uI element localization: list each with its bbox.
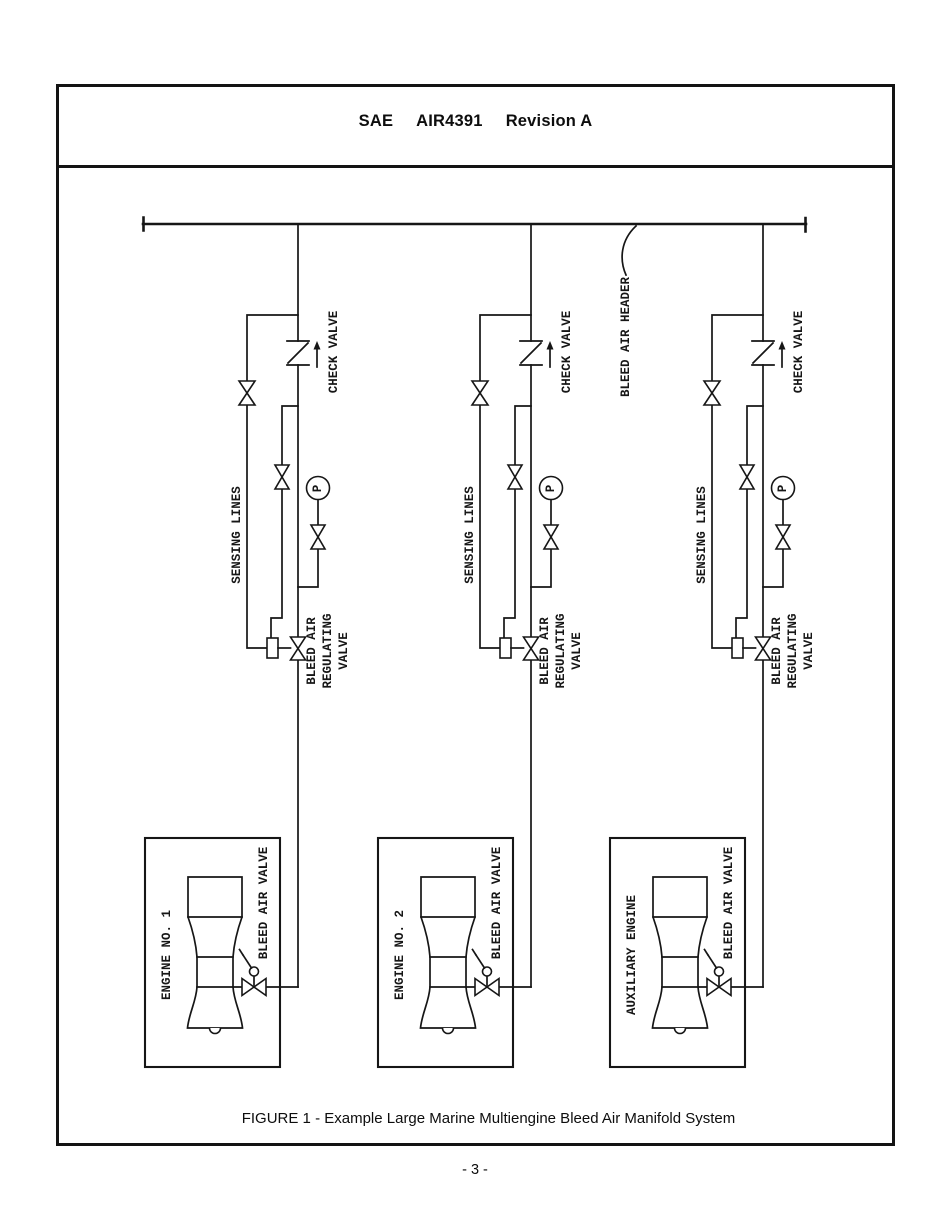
sensing-shutoff-valve-middle	[738, 464, 756, 490]
regulating-valve-actuator	[731, 637, 744, 659]
regulating-valve-label-line1: BLEED AIR	[770, 617, 784, 685]
bleed-air-valve-label: BLEED AIR VALVE	[722, 847, 736, 960]
bleed-valve-lever-tip	[238, 948, 245, 957]
engine-symbol	[651, 876, 709, 1029]
document-border-frame: SAE AIR4391 Revision A FIGURE 1 - Exampl…	[56, 84, 895, 1146]
bleed-air-header-label: BLEED AIR HEADER	[619, 276, 633, 397]
bleed-valve-line	[697, 975, 764, 988]
bleed-valve-lever	[241, 953, 253, 970]
flow-arrow-head	[546, 341, 554, 350]
bleed-air-valve-label: BLEED AIR VALVE	[490, 847, 504, 960]
header-end-ticks	[142, 216, 807, 233]
sensing-line-outer	[246, 314, 299, 649]
engine-label: ENGINE NO. 1	[160, 910, 174, 1000]
regulating-valve-label-line3: VALVE	[570, 632, 584, 670]
engine-tailpipe-knob	[673, 1027, 687, 1035]
document-header: SAE AIR4391 Revision A	[59, 87, 892, 168]
doc-revision: Revision A	[505, 111, 593, 130]
bleed-valve-actuator-circle	[713, 966, 725, 977]
engine-box	[376, 836, 515, 1069]
sensing-lines-label: SENSING LINES	[695, 486, 709, 584]
engine-label: ENGINE NO. 2	[393, 910, 407, 1000]
check-valve-symbol	[519, 340, 543, 366]
regulating-valve-label-line1: BLEED AIR	[538, 617, 552, 685]
bleed-valve-lever	[706, 953, 718, 970]
engine-tailpipe-knob	[441, 1027, 455, 1035]
bleed-air-valve-symbol-left	[706, 976, 721, 998]
pressure-gauge-letter: P	[544, 485, 558, 493]
flow-arrow-head	[778, 341, 786, 350]
bleed-valve-lever	[474, 953, 486, 970]
figure-caption: FIGURE 1 - Example Large Marine Multieng…	[241, 1110, 736, 1127]
engine-symbol	[186, 876, 244, 1029]
bleed-valve-lever-tip	[471, 948, 478, 957]
sensing-shutoff-valve-outer	[702, 380, 722, 406]
gauge-branch-line	[530, 499, 552, 588]
engine-stage-lines	[652, 916, 708, 988]
gauge-shutoff-valve	[542, 524, 560, 550]
engine-tailpipe-knob	[208, 1027, 222, 1035]
check-valve-symbol	[286, 340, 310, 366]
sensing-line-outer	[711, 314, 764, 649]
regulating-valve-label-line2: REGULATING	[554, 613, 568, 688]
bleed-air-valve-symbol-left	[241, 976, 256, 998]
engine-label: AUXILIARY ENGINE	[625, 895, 639, 1015]
bleed-valve-lever-tip	[703, 948, 710, 957]
sensing-shutoff-valve-outer	[470, 380, 490, 406]
pressure-gauge-letter: P	[776, 485, 790, 493]
bleed-air-valve-symbol-right	[485, 976, 500, 998]
sensing-shutoff-valve-middle	[273, 464, 291, 490]
check-valve-label: CHECK VALVE	[560, 311, 574, 394]
gauge-shutoff-valve	[774, 524, 792, 550]
bleed-air-valve-label: BLEED AIR VALVE	[257, 847, 271, 960]
engine-symbol	[419, 876, 477, 1029]
gauge-shutoff-valve	[309, 524, 327, 550]
gauge-branch-line	[297, 499, 319, 588]
bleed-valve-line	[465, 975, 532, 988]
regulating-valve-actuator	[499, 637, 512, 659]
sensing-line-middle	[503, 405, 532, 639]
regulating-valve-symbol	[522, 636, 540, 661]
engine-box	[608, 836, 747, 1069]
doc-number: AIR4391	[416, 111, 483, 130]
sensing-lines-label: SENSING LINES	[230, 486, 244, 584]
regulating-valve-label-line3: VALVE	[337, 632, 351, 670]
bleed-air-valve-symbol-left	[474, 976, 489, 998]
sensing-line-middle	[270, 405, 299, 639]
sensing-shutoff-valve-outer	[237, 380, 257, 406]
gauge-branch-line	[762, 499, 784, 588]
regulating-valve-symbol	[754, 636, 772, 661]
sensing-shutoff-valve-middle	[506, 464, 524, 490]
engine-stage-lines	[420, 916, 476, 988]
regulating-valve-label-line1: BLEED AIR	[305, 617, 319, 685]
engine-box	[143, 836, 282, 1069]
regulating-valve-label-line2: REGULATING	[321, 613, 335, 688]
check-valve-symbol	[751, 340, 775, 366]
header-leader-line	[621, 224, 638, 277]
sensing-line-outer	[479, 314, 532, 649]
doc-org: SAE	[358, 111, 394, 130]
check-valve-label: CHECK VALVE	[327, 311, 341, 394]
regulating-valve-label-line2: REGULATING	[786, 613, 800, 688]
sensing-line-middle	[735, 405, 764, 639]
check-valve-label: CHECK VALVE	[792, 311, 806, 394]
flow-arrow-head	[313, 341, 321, 350]
regulating-valve-actuator	[266, 637, 279, 659]
regulating-valve-symbol	[289, 636, 307, 661]
page-number: - 3 -	[462, 1162, 488, 1178]
pressure-gauge-letter: P	[311, 485, 325, 493]
regulating-valve-label-line3: VALVE	[802, 632, 816, 670]
sensing-lines-label: SENSING LINES	[463, 486, 477, 584]
bleed-valve-line	[232, 975, 299, 988]
bleed-air-valve-symbol-right	[252, 976, 267, 998]
bleed-air-valve-symbol-right	[717, 976, 732, 998]
bleed-valve-actuator-circle	[481, 966, 493, 977]
bleed-valve-actuator-circle	[248, 966, 260, 977]
engine-stage-lines	[187, 916, 243, 988]
